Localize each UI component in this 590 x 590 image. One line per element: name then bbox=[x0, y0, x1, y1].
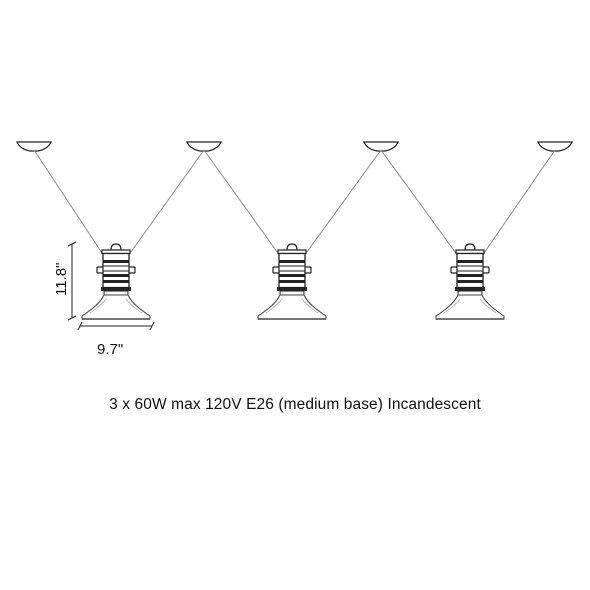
canopy-3 bbox=[363, 141, 399, 152]
pendant-fixture-1 bbox=[81, 243, 151, 320]
canopies bbox=[16, 141, 573, 152]
cable bbox=[380, 149, 459, 257]
pendant-fixture-2 bbox=[257, 243, 327, 320]
pendant-fixture-3 bbox=[435, 243, 505, 320]
width-dimension bbox=[77, 321, 155, 331]
height-dimension-label: 11.8" bbox=[53, 263, 70, 296]
canopy-2 bbox=[186, 141, 222, 152]
cable bbox=[203, 149, 281, 257]
cables bbox=[33, 149, 556, 257]
cable bbox=[303, 149, 382, 257]
canopy-1 bbox=[16, 141, 52, 152]
cable bbox=[33, 149, 105, 257]
width-dimension-label: 9.7" bbox=[97, 341, 123, 358]
spec-text: 3 x 60W max 120V E26 (medium base) Incan… bbox=[109, 396, 481, 413]
pendant-fixtures bbox=[81, 243, 505, 320]
height-dimension bbox=[67, 241, 77, 321]
canopy-4 bbox=[537, 141, 573, 152]
cable bbox=[481, 149, 556, 257]
cable bbox=[127, 149, 205, 257]
